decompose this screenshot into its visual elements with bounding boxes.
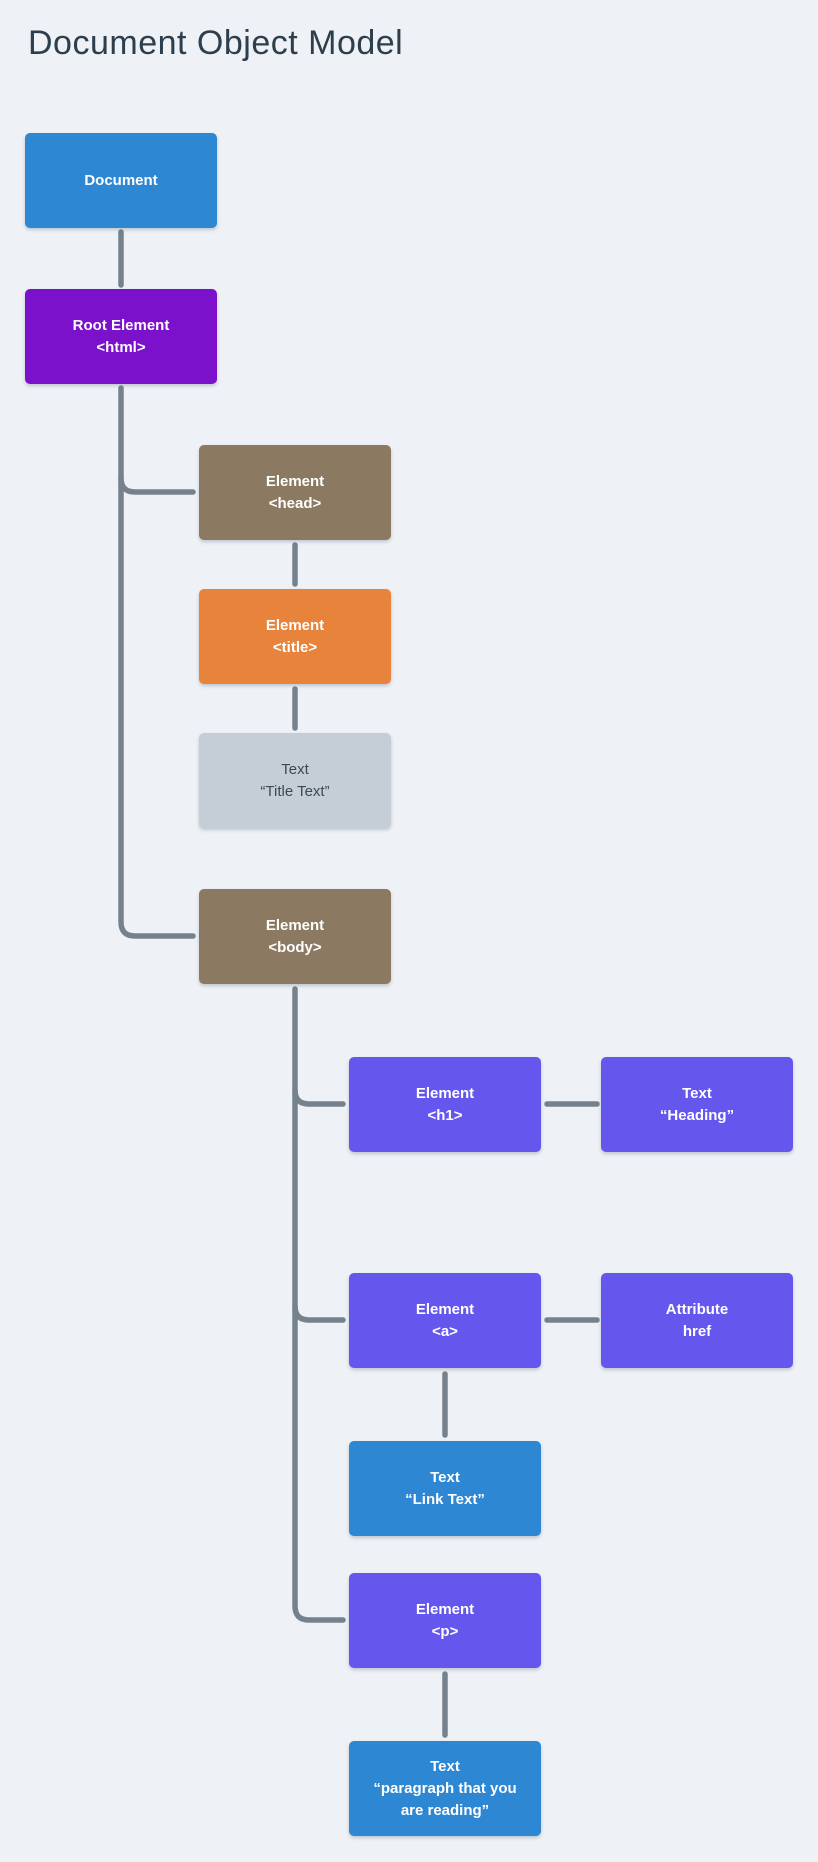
node-body-label: Element xyxy=(265,916,325,934)
node-h1-label: Element xyxy=(415,1084,475,1102)
connector-html-to-head xyxy=(118,475,196,495)
connector-html-to-body xyxy=(118,385,196,939)
node-document: Document xyxy=(25,133,217,228)
node-element-title: Element <title> xyxy=(199,589,391,684)
node-h1-tag: <h1> xyxy=(427,1106,463,1124)
node-title-tag: <title> xyxy=(272,638,318,656)
node-body-tag: <body> xyxy=(268,938,322,956)
node-head-label: Element xyxy=(265,472,325,490)
connector-body-to-h1 xyxy=(292,1087,346,1107)
node-a-label: Element xyxy=(415,1300,475,1318)
node-element-h1: Element <h1> xyxy=(349,1057,541,1152)
node-heading-value: “Heading” xyxy=(659,1106,735,1124)
node-root-element-tag: <html> xyxy=(96,338,146,356)
connector-body-to-a xyxy=(292,1303,346,1323)
node-heading-label: Text xyxy=(682,1084,712,1102)
node-a-tag: <a> xyxy=(432,1322,458,1340)
node-document-label: Document xyxy=(84,171,158,189)
node-text-link-text: Text “Link Text” xyxy=(349,1441,541,1536)
node-element-body: Element <body> xyxy=(199,889,391,984)
page-title: Document Object Model xyxy=(28,24,404,62)
node-href-value: href xyxy=(682,1322,712,1340)
node-text-heading: Text “Heading” xyxy=(601,1057,793,1152)
connector-body-to-p xyxy=(292,986,346,1623)
node-paragraph-label: Text xyxy=(430,1757,460,1775)
node-title-text-value: “Title Text” xyxy=(260,782,330,800)
node-title-text-label: Text xyxy=(281,760,309,778)
node-root-element-label: Root Element xyxy=(72,316,170,334)
node-p-label: Element xyxy=(415,1600,475,1618)
node-p-tag: <p> xyxy=(431,1622,459,1640)
node-attribute-href: Attribute href xyxy=(601,1273,793,1368)
node-head-tag: <head> xyxy=(268,494,322,512)
node-link-text-label: Text xyxy=(430,1468,460,1486)
node-paragraph-value: “paragraph that you are reading” xyxy=(373,1779,517,1819)
node-element-a: Element <a> xyxy=(349,1273,541,1368)
node-root-element-html: Root Element <html> xyxy=(25,289,217,384)
node-href-label: Attribute xyxy=(665,1300,729,1318)
node-title-label: Element xyxy=(265,616,325,634)
node-link-text-value: “Link Text” xyxy=(405,1490,485,1508)
node-text-paragraph: Text “paragraph that you are reading” xyxy=(349,1741,541,1836)
node-element-p: Element <p> xyxy=(349,1573,541,1668)
node-text-title-text: Text “Title Text” xyxy=(199,733,391,828)
node-element-head: Element <head> xyxy=(199,445,391,540)
